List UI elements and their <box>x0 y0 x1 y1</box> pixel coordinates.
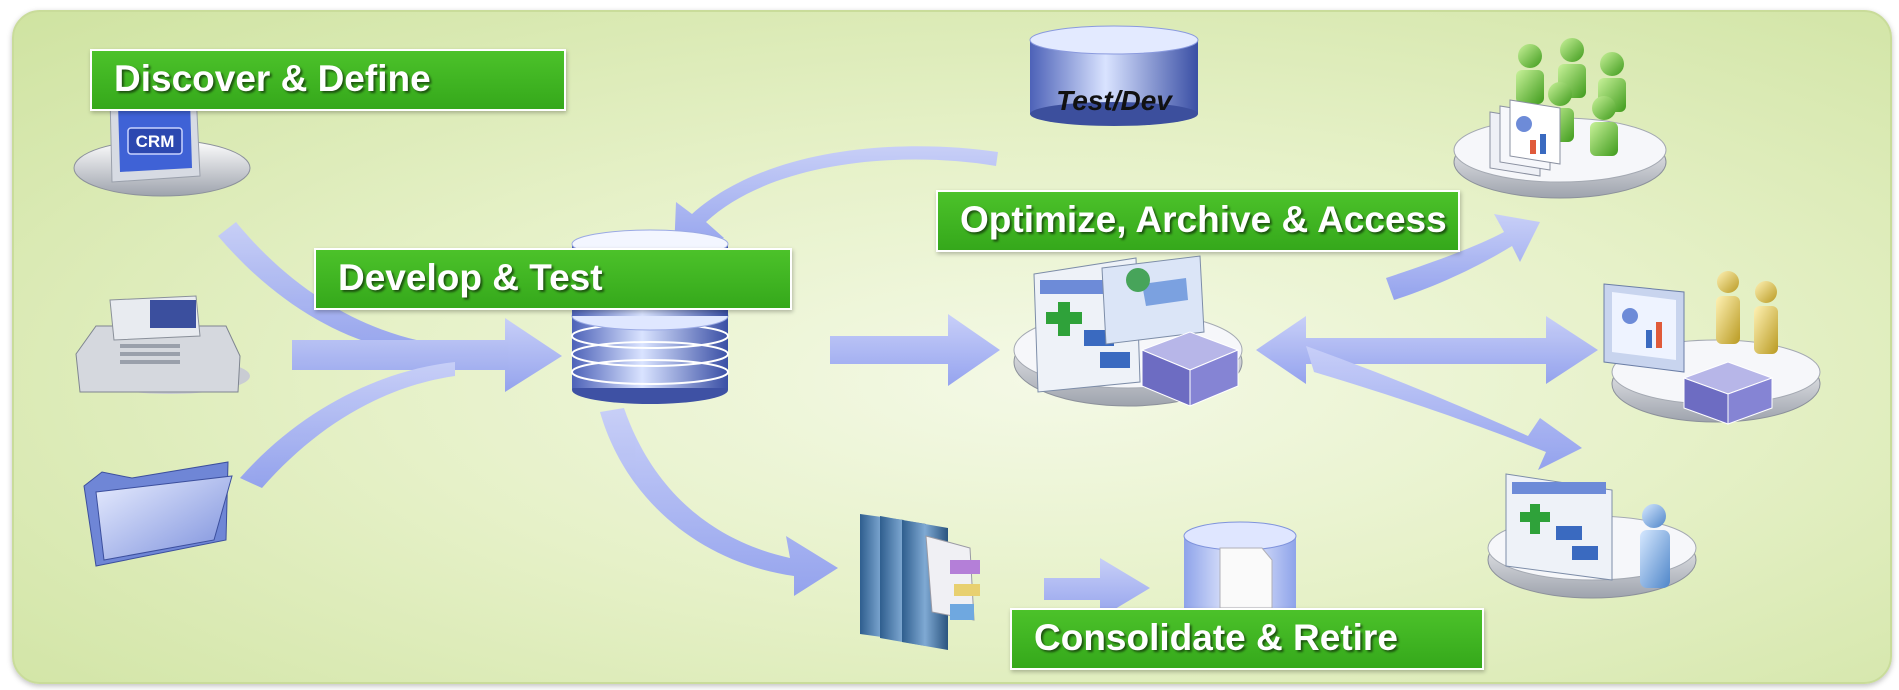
test-dev-database-icon: Test/Dev <box>1029 25 1199 126</box>
data-cube-icon <box>1140 331 1240 407</box>
user-gold-icon <box>1716 271 1778 354</box>
crm-screen-label: CRM <box>136 132 175 151</box>
arrow-binders-to-bin <box>1044 558 1150 618</box>
user-blue-icon <box>1640 504 1670 588</box>
user-group-reports-icon <box>1453 38 1667 199</box>
label-discover-define: Discover & Define <box>90 49 566 111</box>
cash-register-icon <box>75 295 250 394</box>
label-develop-test: Develop & Test <box>314 248 792 310</box>
crm-monitor-icon: CRM <box>73 91 251 197</box>
binders-icon <box>860 514 980 650</box>
arrow-double-middle <box>1256 316 1598 384</box>
arrow-db-to-optimize <box>830 314 1000 386</box>
arrow-folder-to-db <box>240 362 455 488</box>
test-dev-label: Test/Dev <box>1056 85 1173 116</box>
label-optimize-archive-access: Optimize, Archive & Access <box>936 190 1460 252</box>
user-green-icon <box>1516 38 1626 156</box>
archive-platform-icon <box>1013 255 1243 407</box>
label-consolidate-retire: Consolidate & Retire <box>1010 608 1484 670</box>
arrow-register-to-db <box>292 318 562 392</box>
folder-icon <box>83 461 233 567</box>
reporting-platform-icon <box>1603 271 1821 425</box>
flow-arrows <box>218 146 1598 618</box>
arrow-to-users-top <box>1386 214 1540 300</box>
recycle-bin-icon <box>1183 521 1297 609</box>
data-cube-icon-2 <box>1682 361 1774 425</box>
arrow-db-to-binders <box>600 408 838 596</box>
report-pages-icon <box>1489 99 1561 177</box>
arrow-to-app-bottom <box>1306 346 1582 470</box>
application-platform-icon <box>1487 473 1697 599</box>
